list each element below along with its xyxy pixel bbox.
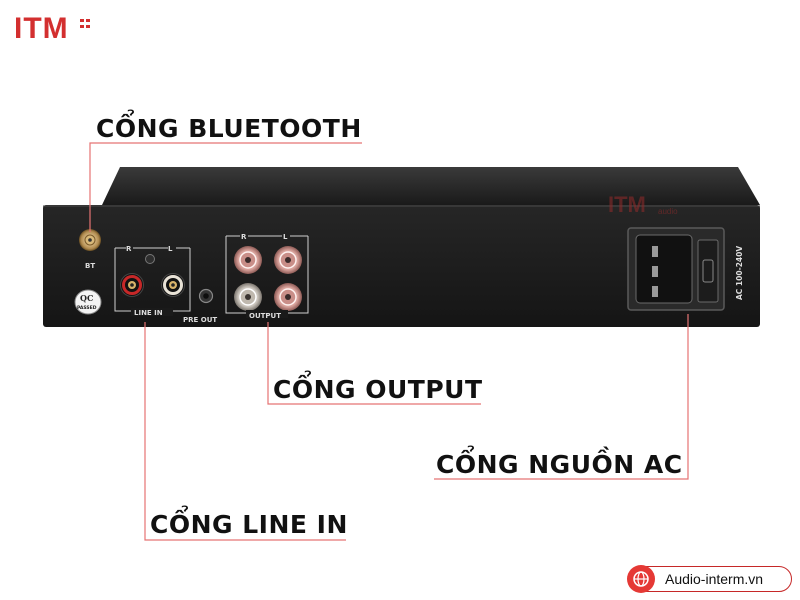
globe-icon xyxy=(627,565,655,593)
callout-line-in: CỔNG LINE IN xyxy=(150,510,348,539)
svg-text:LINE IN: LINE IN xyxy=(134,309,163,317)
svg-text:L: L xyxy=(283,233,288,241)
itm-logo: ITM xyxy=(14,12,69,45)
svg-text:R: R xyxy=(126,245,132,253)
svg-text:PASSED: PASSED xyxy=(77,305,97,311)
logo-mark-icon xyxy=(80,19,90,28)
pre-out-jack xyxy=(198,288,214,304)
chassis-top xyxy=(102,167,760,205)
bt-label: BT xyxy=(85,262,95,270)
leader-output xyxy=(267,322,481,405)
leader-bluetooth xyxy=(89,142,362,232)
qc-sticker: QC PASSED xyxy=(74,289,102,315)
leader-lines xyxy=(89,142,689,541)
bt-connector xyxy=(79,229,101,251)
output-group: R L OUTPUT xyxy=(225,233,309,320)
svg-text:OUTPUT: OUTPUT xyxy=(249,312,281,320)
leader-ac xyxy=(434,314,689,480)
chassis-watermark: ITM xyxy=(608,192,646,217)
callout-bluetooth: CỔNG BLUETOOTH xyxy=(96,114,362,143)
callout-ac-power: CỔNG NGUỒN AC xyxy=(436,450,683,479)
chassis-rear xyxy=(43,205,760,327)
ac-rating-label: AC 100-240V xyxy=(735,246,744,300)
ac-inlet xyxy=(627,227,725,311)
website-badge[interactable]: Audio-interm.vn xyxy=(627,565,792,593)
website-url[interactable]: Audio-interm.vn xyxy=(665,571,764,587)
line-in-group: R L LINE IN xyxy=(114,245,191,317)
leader-line-in xyxy=(144,322,346,541)
callout-output: CỔNG OUTPUT xyxy=(273,375,483,404)
svg-text:R: R xyxy=(241,233,247,241)
pre-out-label: PRE OUT xyxy=(183,316,217,324)
svg-text:L: L xyxy=(168,245,173,253)
svg-text:QC: QC xyxy=(80,293,93,303)
chassis-watermark-sub: audio xyxy=(658,207,678,216)
